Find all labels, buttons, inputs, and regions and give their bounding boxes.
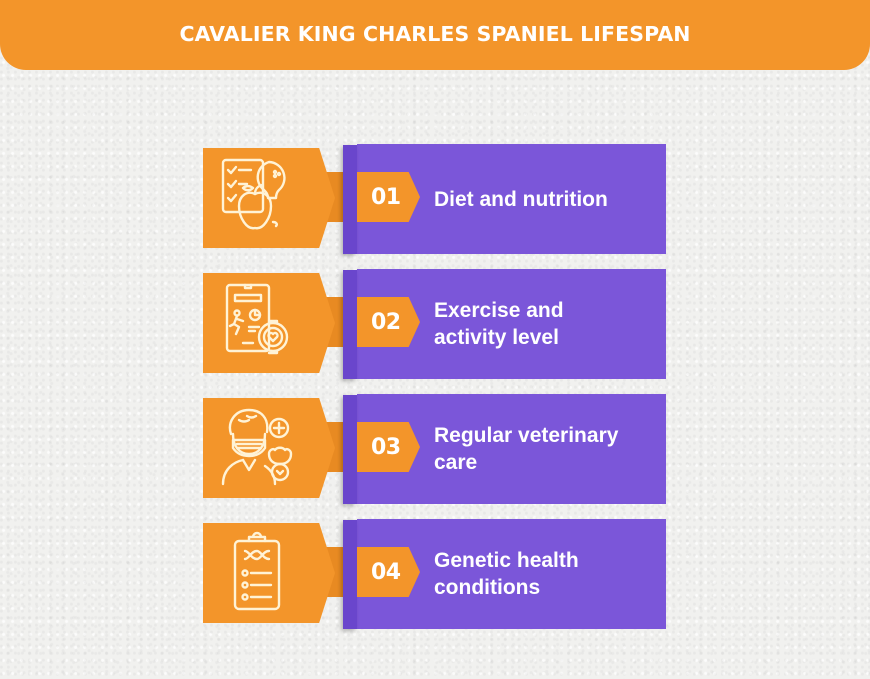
factor-label: Diet and nutrition — [434, 144, 659, 254]
number-tab: 01 — [357, 172, 420, 222]
factor-label: Regular veterinary care — [434, 394, 659, 504]
factor-row-4: 04 Genetic health conditions — [0, 519, 870, 631]
icon-badge — [203, 273, 335, 373]
icon-badge — [203, 523, 335, 623]
card-edge-strip — [343, 520, 357, 629]
card-edge-strip — [343, 395, 357, 504]
factor-label-text: Exercise and activity level — [434, 299, 564, 349]
card-edge-strip — [343, 270, 357, 379]
factor-label: Genetic health conditions — [434, 519, 659, 629]
factor-label-text: Genetic health conditions — [434, 549, 579, 599]
card-edge-strip — [343, 145, 357, 254]
title-banner: CAVALIER KING CHARLES SPANIEL LIFESPAN — [0, 0, 870, 70]
factor-label-text: Diet and nutrition — [434, 187, 608, 211]
factor-row-1: 01 Diet and nutrition — [0, 144, 870, 256]
checklist-apple-lightbulb-icon — [221, 158, 286, 230]
number-tab: 03 — [357, 422, 420, 472]
veterinarian-with-pet-icon — [221, 408, 293, 486]
dna-clipboard-checklist-icon — [233, 531, 281, 611]
number-tab: 04 — [357, 547, 420, 597]
item-number: 02 — [371, 309, 401, 335]
number-tab: 02 — [357, 297, 420, 347]
factor-row-2: 02 Exercise and activity level — [0, 269, 870, 381]
factor-row-3: 03 Regular veterinary care — [0, 394, 870, 506]
item-number: 04 — [371, 559, 401, 585]
item-number: 01 — [371, 184, 401, 210]
icon-badge — [203, 148, 335, 248]
page-title: CAVALIER KING CHARLES SPANIEL LIFESPAN — [179, 21, 691, 46]
factor-label: Exercise and activity level — [434, 269, 659, 379]
item-number: 03 — [371, 434, 401, 460]
tablet-runner-smartwatch-icon — [225, 283, 289, 355]
factor-label-text: Regular veterinary care — [434, 424, 619, 474]
icon-badge — [203, 398, 335, 498]
